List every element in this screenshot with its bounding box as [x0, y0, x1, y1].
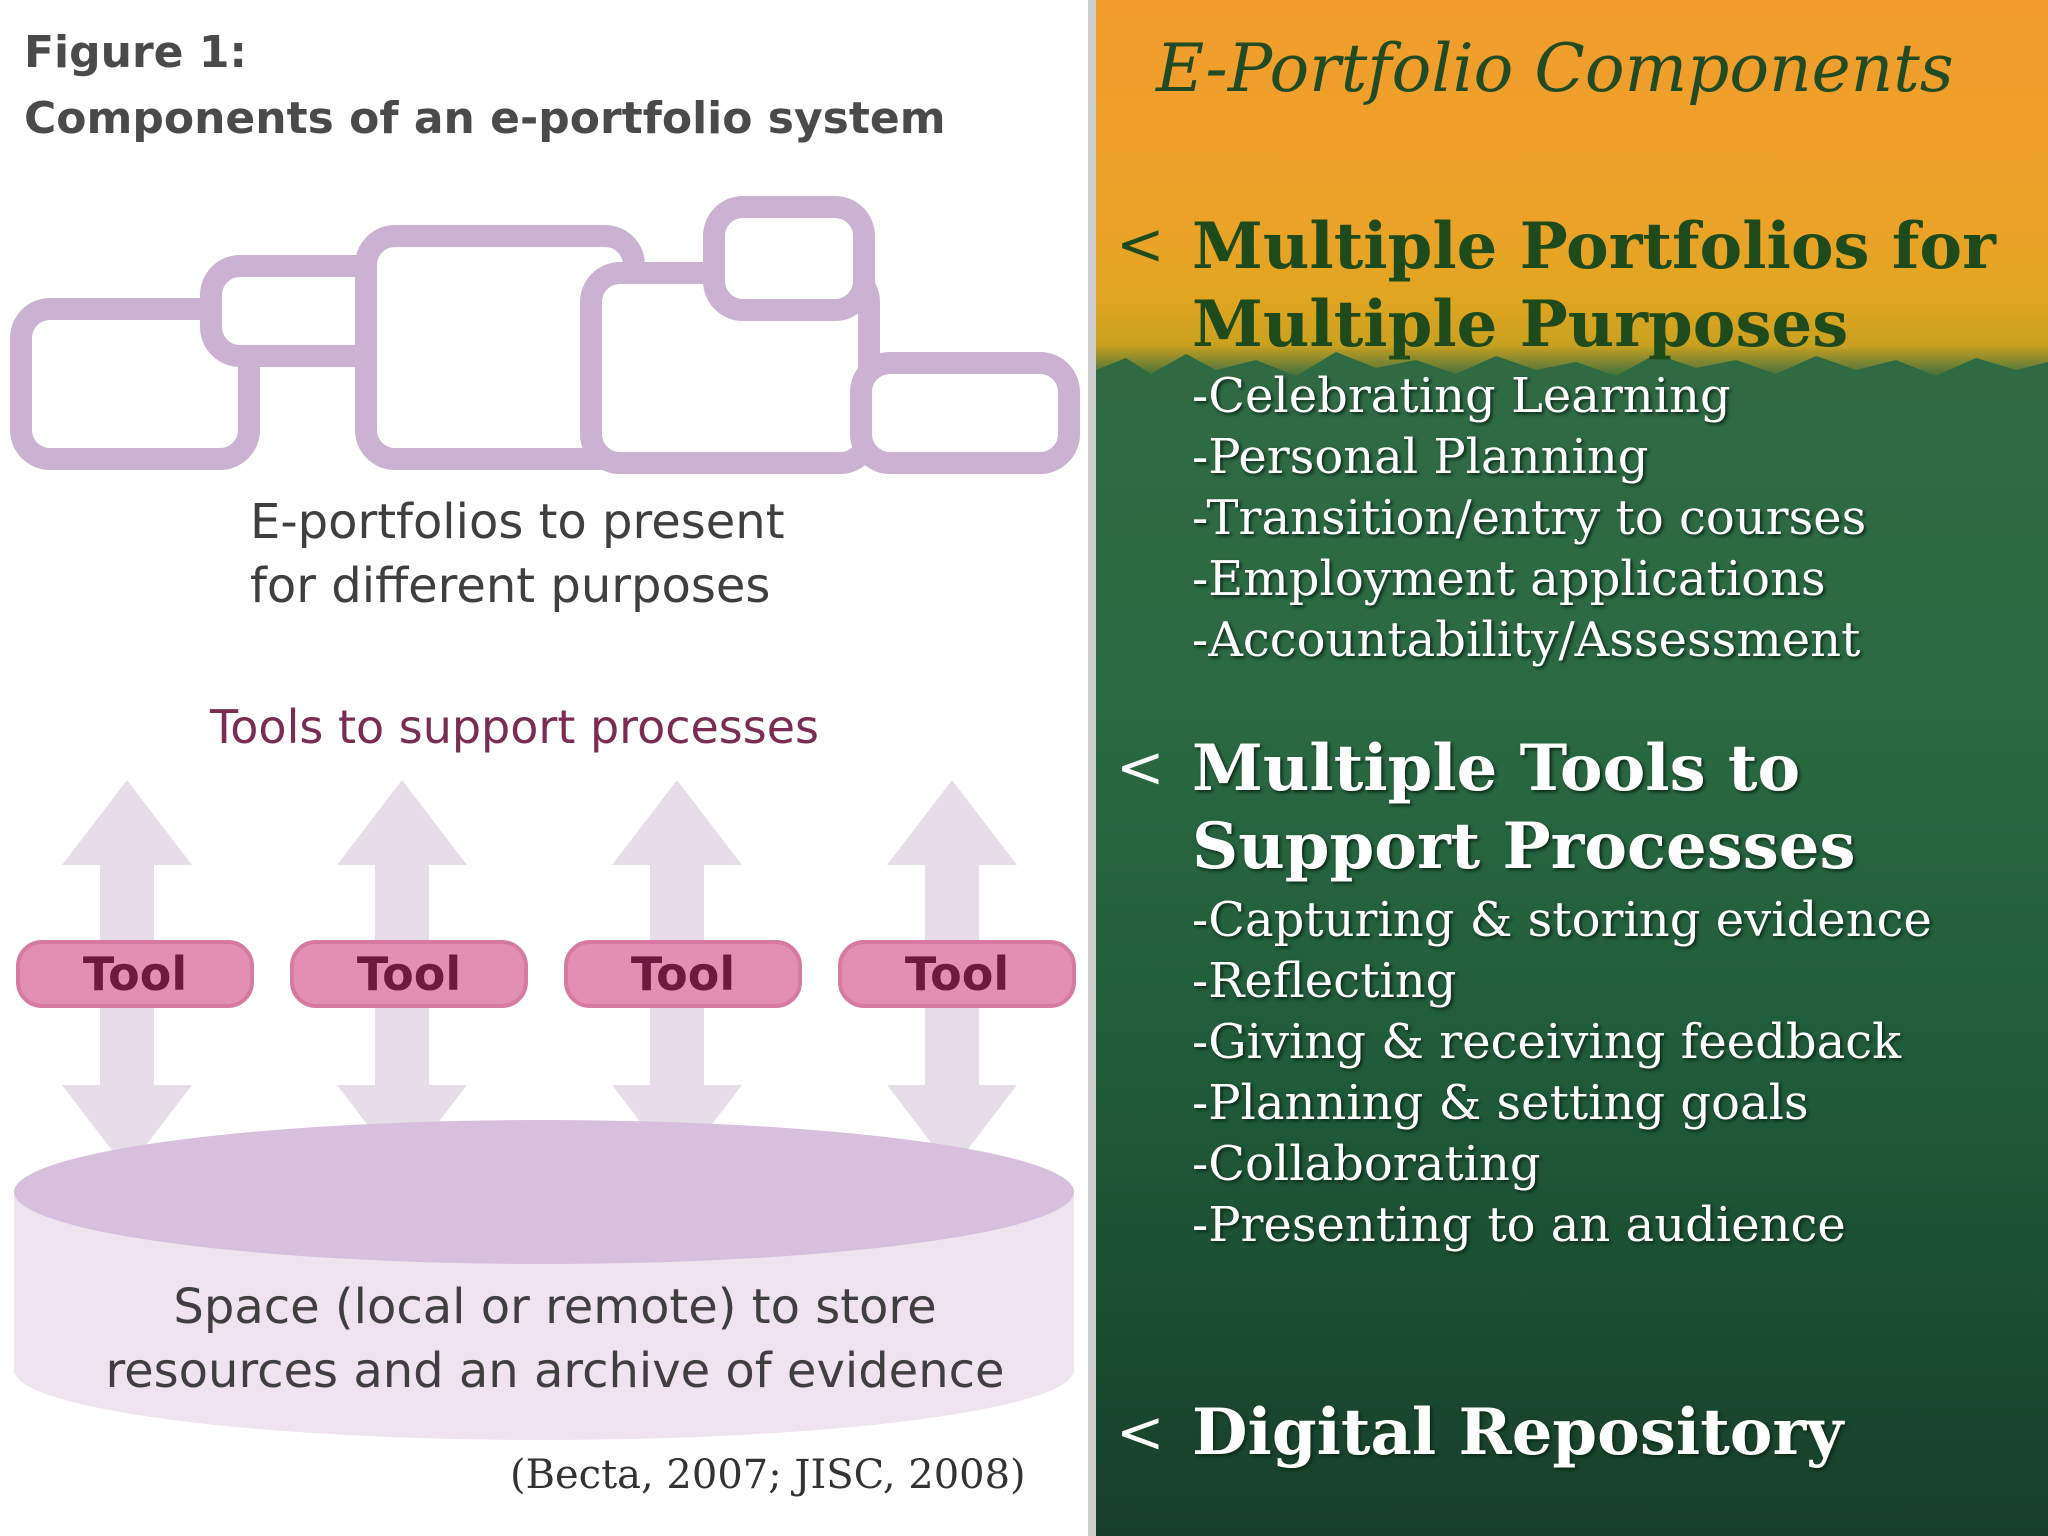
list-item: -Personal Planning — [1192, 429, 1649, 485]
figure-number: Figure 1: — [24, 27, 248, 78]
tool-pill-2: Tool — [290, 940, 528, 1008]
list-item: -Accountability/Assessment — [1192, 612, 1861, 668]
list-item: -Celebrating Learning — [1192, 368, 1731, 424]
bullet-icon: < — [1116, 1398, 1165, 1466]
figure-caption: Components of an e-portfolio system — [24, 93, 946, 144]
heading-line: Support Processes — [1192, 809, 1856, 884]
section-heading-tools: Multiple Tools to Support Processes — [1192, 730, 1856, 886]
list-item: -Reflecting — [1192, 953, 1457, 1009]
storage-cylinder — [14, 1120, 1074, 1440]
list-item: -Employment applications — [1192, 551, 1826, 607]
heading-line: Multiple Tools to — [1192, 731, 1801, 806]
section-list-portfolios: -Celebrating Learning -Personal Planning… — [1192, 366, 1866, 671]
list-item: -Capturing & storing evidence — [1192, 892, 1932, 948]
list-item: -Giving & receiving feedback — [1192, 1014, 1902, 1070]
portfolios-label-line1: E-portfolios to present — [250, 494, 785, 550]
list-item: -Collaborating — [1192, 1136, 1541, 1192]
storage-label-line2: resources and an archive of evidence — [105, 1343, 1005, 1399]
tool-pill-3: Tool — [564, 940, 802, 1008]
list-item: -Planning & setting goals — [1192, 1075, 1809, 1131]
storage-label: Space (local or remote) to store resourc… — [70, 1275, 1040, 1403]
tool-pill-4: Tool — [838, 940, 1076, 1008]
slide-panel: E-Portfolio Components < Multiple Portfo… — [1096, 0, 2048, 1536]
portfolios-label-line2: for different purposes — [250, 558, 771, 614]
slide-title: E-Portfolio Components — [1156, 30, 1954, 107]
panel-divider — [1088, 0, 1096, 1536]
tool-pill-1: Tool — [16, 940, 254, 1008]
figure-title: Figure 1: Components of an e-portfolio s… — [24, 20, 946, 152]
portfolios-label: E-portfolios to present for different pu… — [250, 490, 785, 618]
list-item: -Transition/entry to courses — [1192, 490, 1867, 546]
portfolio-box-6 — [850, 352, 1080, 474]
heading-line: Multiple Purposes — [1192, 287, 1849, 362]
section-heading-repository: Digital Repository — [1192, 1395, 1844, 1470]
bullet-icon: < — [1116, 733, 1165, 801]
citation: (Becta, 2007; JISC, 2008) — [510, 1452, 1026, 1498]
storage-label-line1: Space (local or remote) to store — [173, 1279, 937, 1335]
tools-title: Tools to support processes — [210, 700, 820, 754]
bullet-icon: < — [1116, 210, 1165, 278]
torn-edge — [1096, 352, 2048, 400]
portfolio-box-5 — [703, 196, 875, 321]
section-list-tools: -Capturing & storing evidence -Reflectin… — [1192, 890, 1932, 1256]
figure-panel: Figure 1: Components of an e-portfolio s… — [10, 20, 1080, 1498]
list-item: -Presenting to an audience — [1192, 1197, 1846, 1253]
heading-line: Multiple Portfolios for — [1192, 209, 1996, 284]
section-heading-portfolios: Multiple Portfolios for Multiple Purpose… — [1192, 208, 1996, 364]
